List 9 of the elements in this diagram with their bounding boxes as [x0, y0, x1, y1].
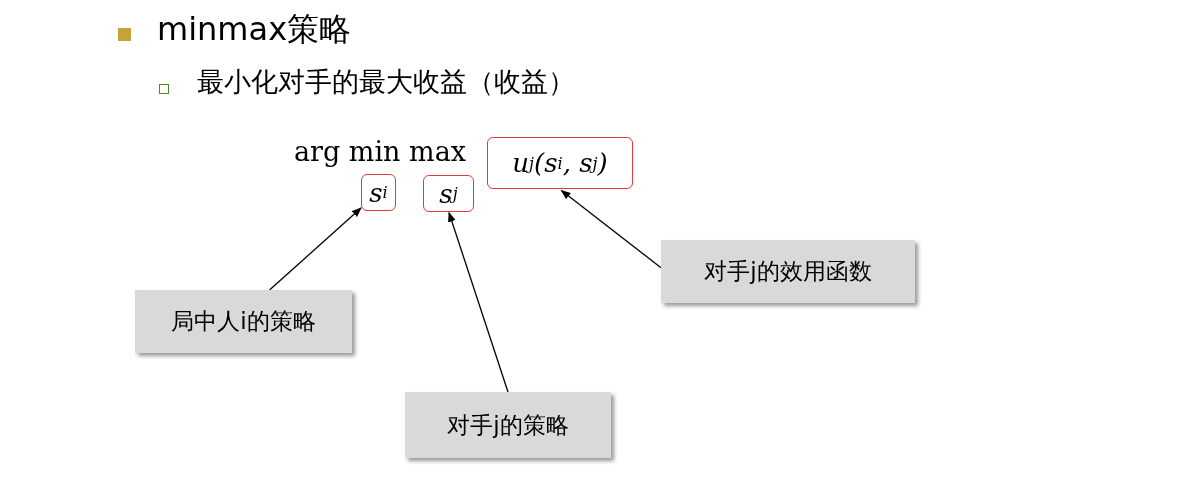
- arrow: [560, 189, 662, 269]
- arrow: [448, 211, 509, 393]
- arrow: [268, 207, 362, 291]
- heading: minmax策略: [157, 9, 352, 50]
- formula-text: arg min max: [294, 136, 466, 167]
- callout-box: 对手j的效用函数: [661, 240, 915, 303]
- callout-box: 对手j的策略: [405, 392, 611, 458]
- subheading: 最小化对手的最大收益（收益）: [197, 65, 575, 99]
- callout-box: 局中人i的策略: [135, 290, 352, 353]
